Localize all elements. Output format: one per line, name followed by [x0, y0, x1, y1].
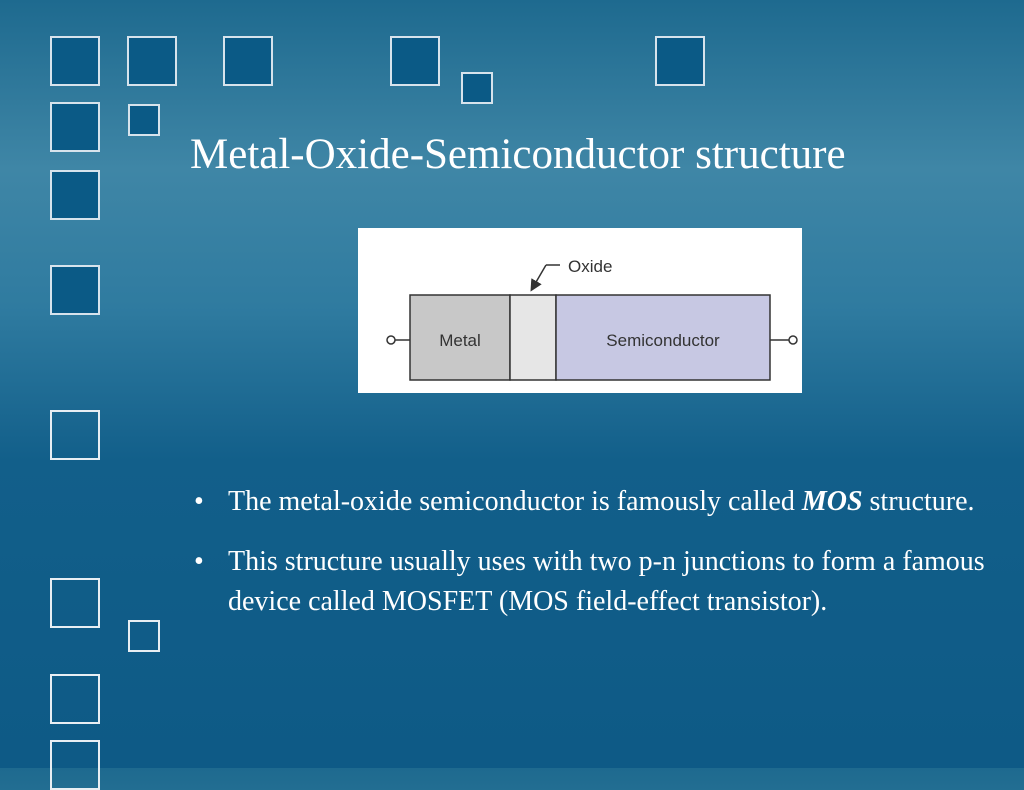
decor-square-outline	[50, 740, 100, 790]
bullet-list: • The metal-oxide semiconductor is famou…	[190, 482, 990, 642]
bullet-emphasis: MOS	[801, 486, 863, 517]
bullet-marker: •	[194, 486, 204, 517]
decor-square	[128, 104, 160, 136]
decor-square	[50, 265, 100, 315]
metal-layer	[409, 294, 511, 381]
decor-square	[655, 36, 705, 86]
decor-square-outline	[50, 578, 100, 628]
decor-square	[50, 36, 100, 86]
oxide-label: Oxide	[568, 257, 612, 276]
bullet-marker: •	[194, 546, 204, 577]
bullet-item: • This structure usually uses with two p…	[190, 542, 990, 622]
metal-label: Metal	[439, 331, 481, 350]
decor-square-outline	[50, 410, 100, 460]
decor-square	[127, 36, 177, 86]
decor-square	[223, 36, 273, 86]
left-terminal	[386, 335, 396, 345]
mos-diagram: Oxide Metal Semiconductor	[358, 228, 802, 393]
right-terminal	[788, 335, 798, 345]
bullet-item: • The metal-oxide semiconductor is famou…	[190, 482, 990, 522]
bullet-text-end: structure.	[862, 486, 975, 517]
decor-square	[50, 170, 100, 220]
decor-square	[50, 102, 100, 152]
slide-title: Metal-Oxide-Semiconductor structure	[190, 131, 846, 178]
semiconductor-label: Semiconductor	[606, 331, 720, 350]
decor-square-outline	[50, 674, 100, 724]
decor-square	[390, 36, 440, 86]
bullet-text: This structure usually uses with two p-n…	[228, 546, 985, 617]
bullet-text: The metal-oxide semiconductor is famousl…	[228, 486, 802, 517]
oxide-arrow	[530, 264, 547, 292]
oxide-layer	[509, 294, 557, 381]
decor-square-outline	[128, 620, 160, 652]
semiconductor-layer	[555, 294, 771, 381]
mos-diagram-svg: Oxide Metal Semiconductor	[386, 257, 798, 381]
decor-square	[461, 72, 493, 104]
